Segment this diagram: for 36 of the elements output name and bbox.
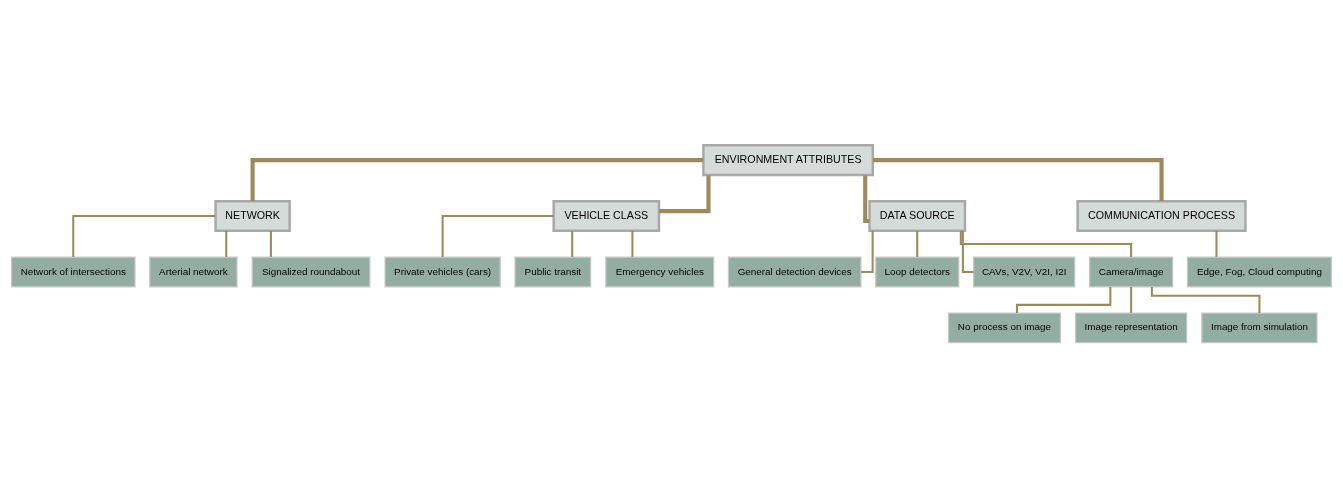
connector (441, 214, 554, 257)
node-box: Edge, Fog, Cloud computing (1186, 256, 1333, 287)
node-box: No process on image (947, 312, 1061, 343)
node-box: General detection devices (727, 256, 862, 287)
node-box: Public transit (514, 256, 592, 287)
node-box: Camera/image (1088, 256, 1174, 287)
node-box: Emergency vehicles (605, 256, 715, 287)
connector (269, 230, 272, 257)
node-box: Image from simulation (1201, 312, 1318, 343)
connector (631, 230, 634, 257)
connector (1215, 230, 1218, 257)
connector (872, 157, 1164, 201)
connector (225, 230, 228, 257)
node-box: Signalized roundabout (251, 256, 371, 287)
node-box: ENVIRONMENT ATTRIBUTES (702, 143, 875, 176)
node-box: COMMUNICATION PROCESS (1076, 199, 1247, 232)
node-box: Private vehicles (cars) (384, 256, 501, 287)
connector (863, 174, 870, 223)
connector (961, 230, 974, 273)
connector (72, 214, 216, 257)
connector (659, 174, 711, 213)
node-box: NETWORK (214, 199, 291, 232)
connector (571, 230, 574, 257)
node-box: Network of intersections (10, 256, 136, 287)
connector (916, 230, 919, 257)
node-box: Image representation (1074, 312, 1188, 343)
connector (1015, 286, 1112, 313)
connector (250, 157, 704, 201)
node-box: Loop detectors (875, 256, 960, 287)
node-box: VEHICLE CLASS (552, 199, 661, 232)
node-box: CAVs, V2V, V2I, I2I (972, 256, 1076, 287)
node-box: DATA SOURCE (868, 199, 967, 232)
connector (1130, 286, 1133, 313)
connector (959, 230, 1133, 257)
node-box: Arterial network (149, 256, 238, 287)
connector (861, 230, 874, 273)
